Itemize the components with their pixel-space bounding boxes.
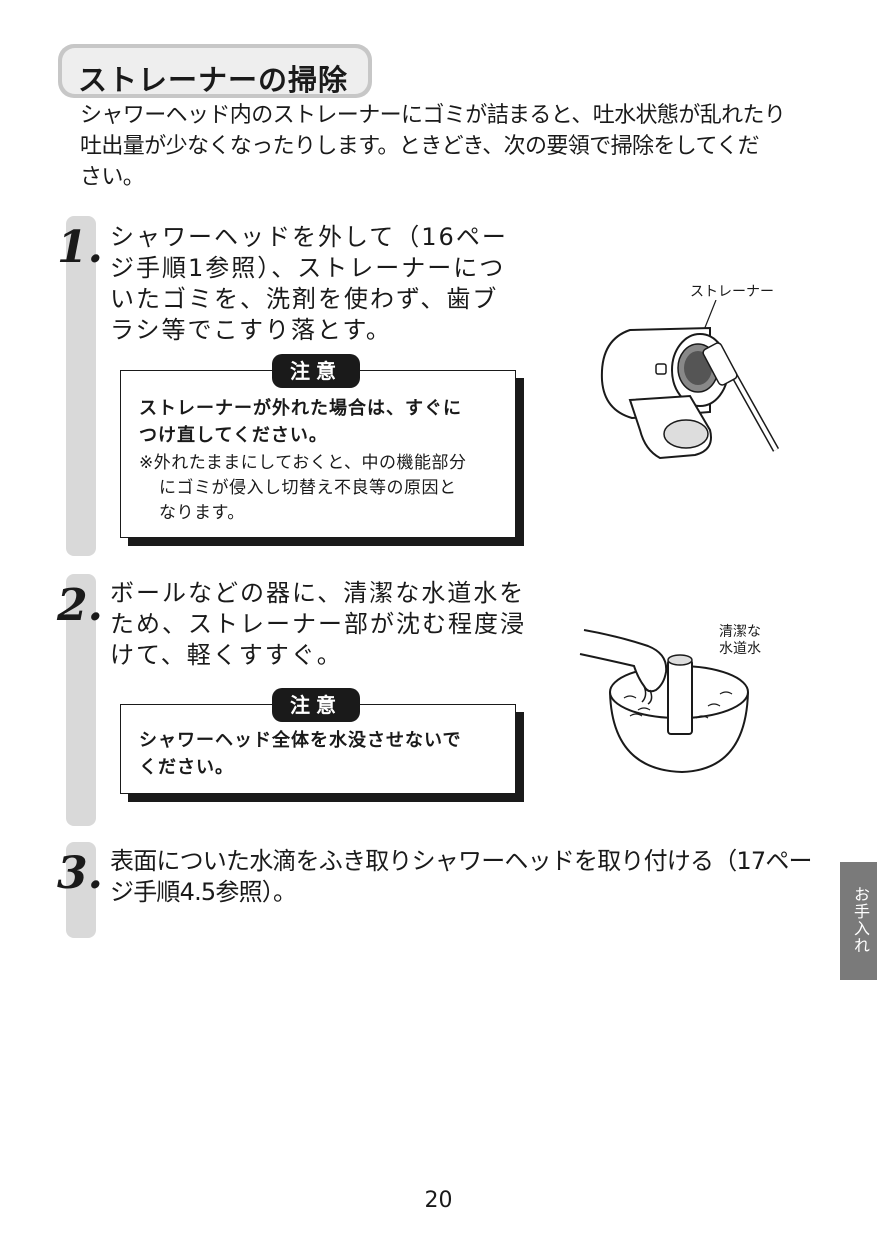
step-3-text: 表面についた水滴をふき取りシャワーヘッドを取り付ける（17ペー ジ手順4.5参照… [110,846,830,908]
section-title-inner: ストレーナーの掃除 [62,48,368,97]
caution-note-line: なります。 [159,503,245,523]
caution-note-line: ※外れたままにしておくと、中の機能部分 [139,453,467,473]
step-2-bar [66,574,96,826]
step-line: ジ手順4.5参照）。 [110,878,297,906]
step-2-number: 2. [57,580,103,631]
intro-line: シャワーヘッド内のストレーナーにゴミが詰まると、吐水状態が乱れたり [80,103,786,128]
caution-tag: 注意 [272,354,360,388]
step-3-bar [66,842,96,938]
section-title: ストレーナーの掃除 [78,63,349,97]
step-line: ラシ等でこすり落とす。 [110,316,392,344]
shower-head-strainer-illustration [600,300,780,460]
intro-line: さい。 [80,165,145,190]
step-line: ジ手順1参照）、ストレーナーにつ [110,254,506,282]
clean-water-label-line: 清潔な [719,624,761,640]
step-3-number: 3. [57,848,103,899]
clean-water-label-line: 水道水 [719,641,761,657]
bowl-rinse-illustration [579,629,749,774]
caution-lead-line: ストレーナーが外れた場合は、すぐに [139,398,462,419]
caution-tag: 注意 [272,688,360,722]
caution-note-line: にゴミが侵入し切替え不良等の原因と [159,478,457,498]
section-title-box: ストレーナーの掃除 [58,44,372,98]
intro-paragraph: シャワーヘッド内のストレーナーにゴミが詰まると、吐水状態が乱れたり 吐出量が少な… [80,100,820,193]
step-line: ため、ストレーナー部が沈む程度浸 [110,610,526,638]
caution-lead-line: シャワーヘッド全体を水没させないで [139,730,462,751]
step-2-caution-box: 注意 シャワーヘッド全体を水没させないで ください。 [120,688,516,794]
clean-water-label: 清潔な 水道水 [712,624,768,658]
step-2-text: ボールなどの器に、清潔な水道水を ため、ストレーナー部が沈む程度浸 けて、軽くす… [110,578,530,671]
step-1-caution-box: 注意 ストレーナーが外れた場合は、すぐに つけ直してください。 ※外れたままにし… [120,354,516,538]
caution-lead: シャワーヘッド全体を水没させないで ください。 [139,727,461,781]
step-line: 表面についた水滴をふき取りシャワーヘッドを取り付ける（17ペー [110,847,813,875]
caution-lead: ストレーナーが外れた場合は、すぐに つけ直してください。 [139,395,462,449]
side-tab-label: お手入れ [851,886,870,954]
step-1-bar [66,216,96,556]
intro-line: 吐出量が少なくなったりします。ときどき、次の要領で掃除をしてくだ [80,134,760,159]
step-1-text: シャワーヘッドを外して（16ペー ジ手順1参照）、ストレーナーにつ いたゴミを、… [110,222,530,346]
caution-note: ※外れたままにしておくと、中の機能部分 にゴミが侵入し切替え不良等の原因と なり… [139,451,467,526]
strainer-label: ストレーナー [690,284,774,300]
step-line: いたゴミを、洗剤を使わず、歯ブ [110,285,499,313]
step-line: シャワーヘッドを外して（16ペー [110,223,508,251]
caution-lead-line: ください。 [139,757,234,778]
step-1-number: 1. [57,222,103,273]
step-line: ボールなどの器に、清潔な水道水を [110,579,526,607]
side-tab-maintenance: お手入れ [840,862,877,980]
page-number: 20 [424,1188,453,1213]
step-line: けて、軽くすすぐ。 [110,641,343,669]
caution-lead-line: つけ直してください。 [139,425,328,446]
